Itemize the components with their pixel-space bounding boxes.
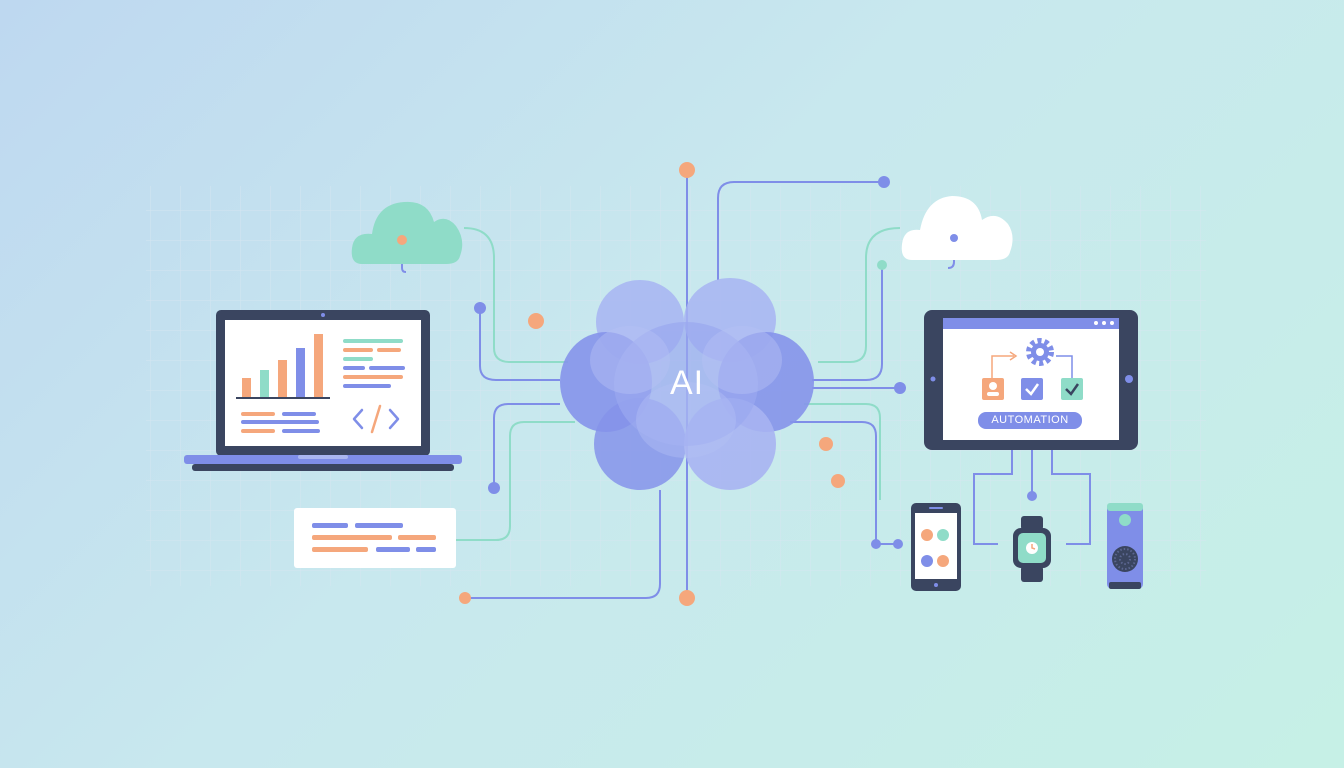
cloud-icon [351, 201, 463, 264]
code-icon [352, 404, 400, 434]
connector-nodes [459, 162, 1037, 606]
check-icon [1061, 378, 1083, 400]
tablet-icon [924, 310, 1138, 450]
gear-icon [1026, 338, 1054, 366]
check-icon [1021, 378, 1043, 400]
smartwatch-icon [1013, 516, 1051, 582]
ai-hub-label: AI [669, 364, 705, 402]
smart-speaker-icon [1107, 503, 1143, 589]
automation-button-bg [978, 412, 1082, 429]
text-card [294, 508, 456, 568]
smartphone-icon [911, 503, 961, 591]
cloud-icon [901, 196, 1013, 260]
ai-brain-cluster [560, 278, 814, 490]
user-icon [982, 378, 1004, 400]
laptop-icon [184, 310, 462, 471]
bar-chart-icon [236, 334, 330, 399]
connector-lines [401, 170, 1091, 599]
text-lines [241, 339, 405, 433]
automation-button[interactable]: AUTOMATION [991, 414, 1069, 426]
